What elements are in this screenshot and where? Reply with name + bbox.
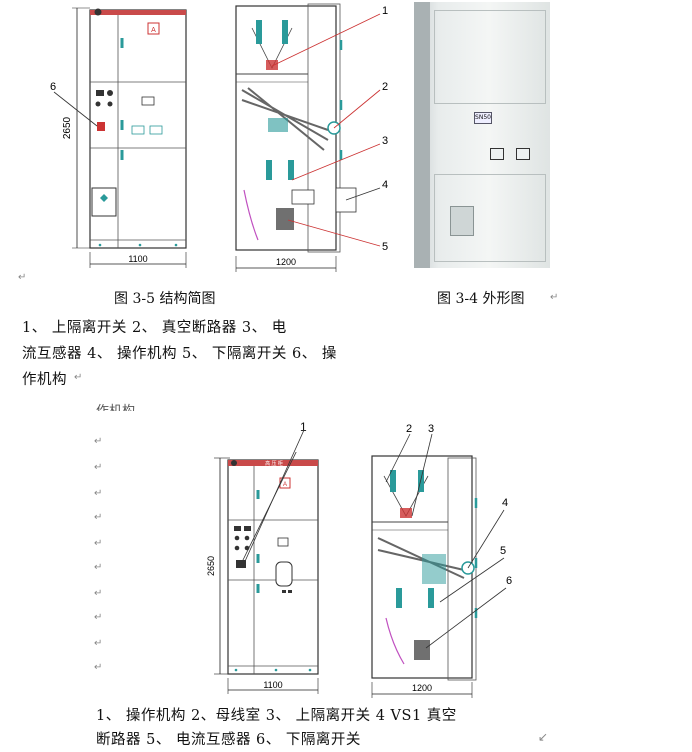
top-section-label-1: 1 xyxy=(382,5,388,17)
para-mark-col-10: ↵ xyxy=(94,662,103,673)
photo-nameplate: SN50 xyxy=(474,112,492,124)
legend-top-line-2: 流互感器 4、 操作机构 5、 下隔离开关 6、 操 xyxy=(22,346,337,362)
para-mark-1: ↵ xyxy=(18,272,27,283)
para-mark-3: ↵ xyxy=(74,372,83,383)
legend-top-line-1: 1、 上隔离开关 2、 真空断路器 3、 电 xyxy=(22,320,287,336)
photo-meter-left xyxy=(490,148,504,160)
bottom-cabinet-section-drawing: 2 3 4 5 6 1200 xyxy=(371,423,512,698)
top-cabinet-section-drawing: 1 2 3 4 5 1200 xyxy=(235,3,388,272)
photo-meter-right xyxy=(516,148,530,160)
bottom-section-label-2: 2 xyxy=(406,423,412,435)
top-cabinet-height-dim: 2650 xyxy=(62,116,73,139)
switchgear-photo: SN50 xyxy=(414,2,550,268)
arrow-mark: ↙ xyxy=(538,730,549,744)
top-section-label-3: 3 xyxy=(382,135,388,147)
bottom-cabinet-label-1: 1 xyxy=(300,420,307,434)
top-section-label-4: 4 xyxy=(382,179,388,191)
bottom-cabinet-height-dim: 2650 xyxy=(206,556,216,576)
clipped-fragment: 作机构 xyxy=(96,402,135,411)
top-cabinet-front-drawing: 2650 A 6 1100 xyxy=(50,7,187,268)
bottom-section-label-3: 3 xyxy=(428,423,434,435)
legend-top-line-3: 作机构 xyxy=(22,372,67,388)
bottom-cabinet-leader xyxy=(241,430,305,569)
bottom-cabinet-front-drawing: 2650 高 压 柜 A 1100 xyxy=(206,452,319,694)
caption-fig-3-4: 图 3-4 外形图 xyxy=(437,291,525,307)
top-cabinet-label-6: 6 xyxy=(50,81,56,93)
para-mark-col-5: ↵ xyxy=(94,538,103,549)
bottom-section-label-6: 6 xyxy=(506,575,512,587)
para-mark-col-2: ↵ xyxy=(94,462,103,473)
bottom-section-label-4: 4 xyxy=(502,497,508,509)
para-mark-col-8: ↵ xyxy=(94,612,103,623)
para-mark-col-4: ↵ xyxy=(94,512,103,523)
bottom-cabinet-top-text: 高 压 柜 xyxy=(265,460,283,467)
para-mark-col-9: ↵ xyxy=(94,638,103,649)
top-cabinet-warn-label: A xyxy=(151,27,156,34)
top-cabinet-width-dim: 1100 xyxy=(128,254,147,264)
top-section-width-dim: 1200 xyxy=(276,257,296,267)
para-mark-col-1: ↵ xyxy=(94,436,103,447)
legend-bottom-line-1: 1、 操作机构 2、母线室 3、 上隔离开关 4 VS1 真空 xyxy=(96,708,457,724)
bottom-cabinet-warn-label: A xyxy=(283,482,287,488)
photo-side-panel xyxy=(414,2,430,268)
para-mark-col-6: ↵ xyxy=(94,562,103,573)
bottom-section-label-5: 5 xyxy=(500,545,506,557)
bottom-cabinet-width-dim: 1100 xyxy=(263,680,282,690)
legend-bottom-line-2: 断路器 5、 电流互感器 6、 下隔离开关 xyxy=(96,732,361,748)
top-section-label-2: 2 xyxy=(382,81,388,93)
caption-fig-3-5: 图 3-5 结构简图 xyxy=(114,291,216,307)
para-mark-col-3: ↵ xyxy=(94,488,103,499)
top-section-label-5: 5 xyxy=(382,241,388,253)
photo-top-door xyxy=(434,10,546,104)
photo-lower-door xyxy=(434,174,546,262)
bottom-section-width-dim: 1200 xyxy=(412,683,432,693)
para-mark-2: ↵ xyxy=(550,292,559,303)
para-mark-col-7: ↵ xyxy=(94,588,103,599)
photo-control-box xyxy=(450,206,474,236)
